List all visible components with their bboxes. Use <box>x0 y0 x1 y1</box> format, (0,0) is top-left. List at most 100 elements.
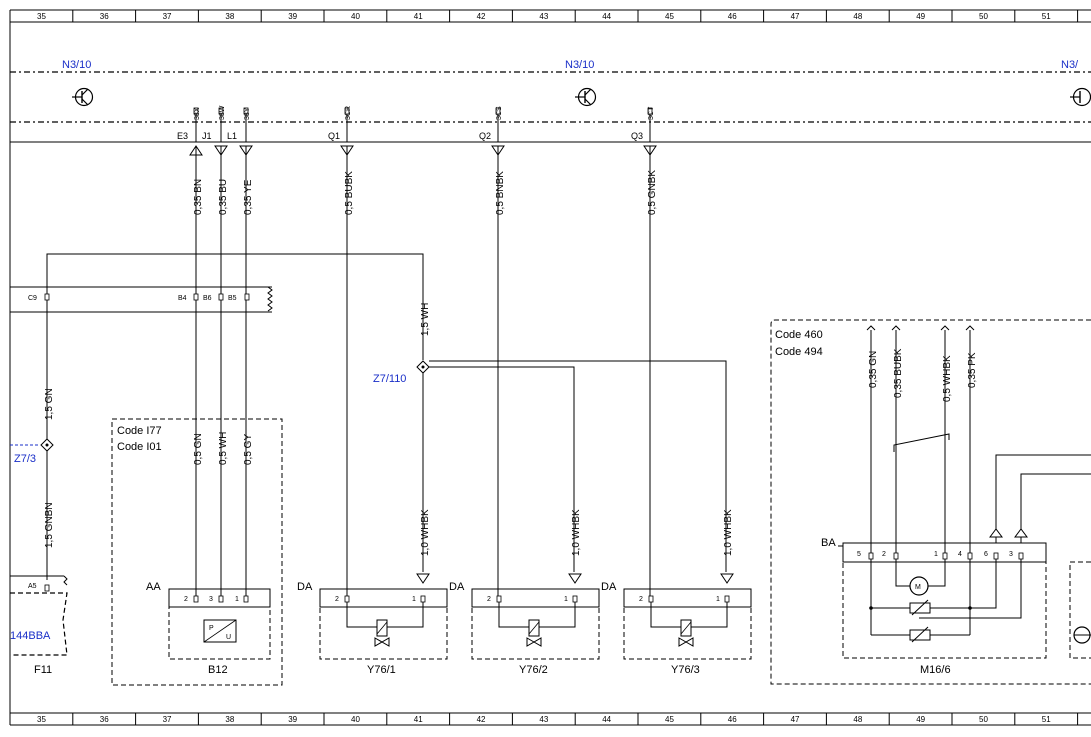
wire-label: 0,35 GN <box>868 351 879 388</box>
ruler-number: 44 <box>602 715 611 724</box>
m16-code-1: Code 460 <box>775 329 823 341</box>
m16-pin: 3 <box>1009 551 1013 558</box>
wire-label: 1,0 WHBK <box>571 509 582 556</box>
b12-pin: 2 <box>184 596 188 603</box>
fuse-f11: A5 144BBA F11 <box>10 575 68 676</box>
node-label-z7-3: Z7/3 <box>14 453 36 465</box>
ruler-number: 46 <box>728 715 737 724</box>
ruler-number: 37 <box>163 12 172 21</box>
component-name-m16-6: M16/6 <box>920 664 951 676</box>
wire-label: 1,5 GN <box>44 388 55 420</box>
ruler-number: 48 <box>853 12 862 21</box>
m16-pin: 5 <box>857 551 861 558</box>
ruler-number: 42 <box>477 12 486 21</box>
break-icon <box>267 286 273 312</box>
pin-name: E3 <box>177 131 188 141</box>
m16-pin: 2 <box>882 551 886 558</box>
pin-code: 38W <box>219 105 226 120</box>
ruler-number: 39 <box>288 715 297 724</box>
splice-node-z7-110: Z7/110 1,0 WHBK 1,0 WHBK 1,0 WHBK <box>373 360 734 572</box>
fuse-code-label: 144BBA <box>10 630 51 642</box>
ruler-number: 47 <box>791 12 800 21</box>
motor-icon: M <box>909 576 929 596</box>
pin-name: J1 <box>202 131 212 141</box>
b12-pin: 3 <box>209 596 213 603</box>
wire-label: 0,35 BU <box>218 179 229 215</box>
module-label-3: N3/ <box>1061 59 1079 71</box>
module-label-1: N3/10 <box>62 59 91 71</box>
module-n3-10: N3/10 N3/10 N3/ <box>10 59 1091 143</box>
valve-connector: DA <box>449 581 465 593</box>
pin-name: Q3 <box>631 131 643 141</box>
svg-text:P: P <box>209 625 214 632</box>
strip-pin-b5: B5 <box>228 295 237 302</box>
node-label-z7-110: Z7/110 <box>373 373 406 385</box>
pin-name: Q1 <box>328 131 340 141</box>
wire-label: 0,5 BNBK <box>495 171 506 215</box>
m16-code-2: Code 494 <box>775 346 823 358</box>
module-label-2: N3/10 <box>565 59 594 71</box>
m16-pin: 1 <box>934 551 938 558</box>
svg-text:M: M <box>915 584 921 591</box>
wire-label: 0,35 YE <box>243 179 254 215</box>
valve-pin: 2 <box>639 596 643 603</box>
component-name-f11: F11 <box>34 664 52 676</box>
valve-pin: 2 <box>335 596 339 603</box>
b12-connector: AA <box>146 581 161 593</box>
wire-label: 0,5 GNBK <box>647 170 658 215</box>
ruler-number: 39 <box>288 12 297 21</box>
connector-arrow-icon <box>1014 528 1028 538</box>
connector-arrow-icon <box>989 528 1003 538</box>
ruler-number: 46 <box>728 12 737 21</box>
wire-label: 0,5 BUBK <box>344 171 355 215</box>
solenoid-valve-icon <box>374 619 390 647</box>
wire-label: 1,5 WH <box>420 303 431 336</box>
valve-pin: 1 <box>716 596 720 603</box>
ruler-number: 35 <box>37 715 46 724</box>
valve-connector: DA <box>601 581 617 593</box>
wire-label: 0,5 GN <box>193 433 204 465</box>
component-name-y76: Y76/3 <box>671 664 700 676</box>
pin-code: 38Y <box>244 107 251 120</box>
ruler-number: 43 <box>539 12 548 21</box>
valve-pin: 1 <box>412 596 416 603</box>
wire-label: 1,0 WHBK <box>723 509 734 556</box>
ruler-number: 41 <box>414 715 423 724</box>
ruler-top: 353637383940414243444546474849505152 <box>9 9 1091 23</box>
wire-label: 1,5 GNBN <box>44 502 55 548</box>
svg-text:U: U <box>226 634 231 641</box>
b12-pin: 1 <box>235 596 239 603</box>
component-b12: Code I77 Code I01 0,5 GN 0,5 WH 0,5 GY A… <box>111 300 283 686</box>
ruler-number: 47 <box>791 715 800 724</box>
splice-node-z7-3: Z7/3 <box>14 438 54 465</box>
transistor-icon <box>72 87 94 107</box>
pin-name: Q2 <box>479 131 491 141</box>
m16-pin: 6 <box>984 551 988 558</box>
pin-code: 3CT <box>648 106 655 120</box>
pin-arrow-icon <box>568 573 582 584</box>
wire-label: 0,5 WHBK <box>942 355 953 402</box>
valve-pin: 1 <box>564 596 568 603</box>
wire-label: 0,5 GY <box>243 434 254 465</box>
ruler-number: 40 <box>351 12 360 21</box>
pin-name: L1 <box>227 131 237 141</box>
ruler-number: 40 <box>351 715 360 724</box>
component-name-b12: B12 <box>208 664 228 676</box>
pin-arrow-icon <box>720 573 734 584</box>
ruler-number: 43 <box>539 715 548 724</box>
ruler-number: 49 <box>916 715 925 724</box>
connector-strip: C9 B4 B6 B5 <box>10 286 273 313</box>
component-m16-6: Code 460 Code 494 0,35 GN 0,35 BUBK 0,5 … <box>770 319 1091 685</box>
ruler-number: 50 <box>979 715 988 724</box>
ruler-number: 38 <box>225 12 234 21</box>
pin-code: 38X <box>194 107 201 120</box>
wire-label: 0,35 BUBK <box>893 348 904 398</box>
pin-arrow-icon <box>416 573 430 584</box>
ruler-number: 49 <box>916 12 925 21</box>
ruler-number: 45 <box>665 715 674 724</box>
